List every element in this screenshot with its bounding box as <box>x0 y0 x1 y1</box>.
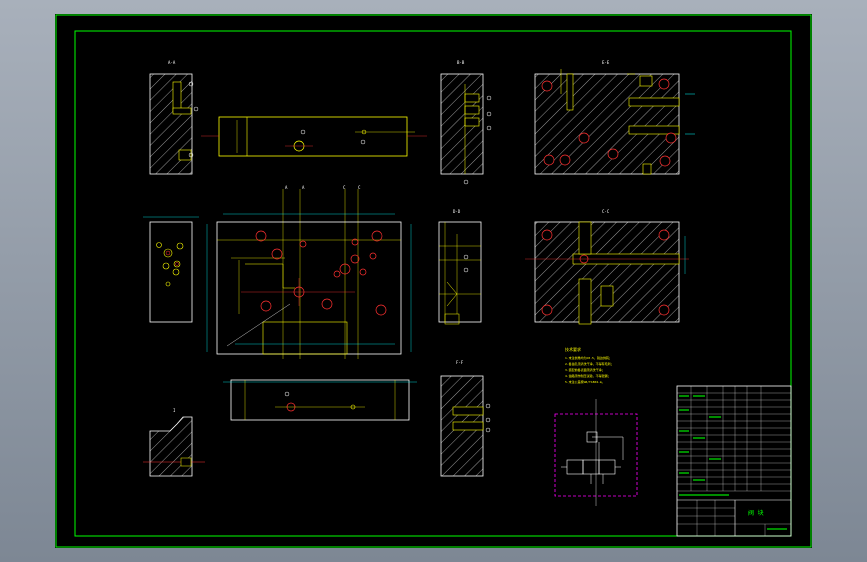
side-view <box>143 216 199 323</box>
outer-frame <box>55 14 812 548</box>
detail-i-view: I <box>143 408 205 477</box>
section-aa-view: A-A <box>149 60 199 175</box>
section-ff-view: F-F <box>440 360 491 477</box>
section-dd-label: D-D <box>453 209 461 214</box>
section-ee-label: E-E <box>602 60 610 65</box>
section-cc-view: C-C <box>525 209 689 325</box>
section-dd-view: D-D <box>438 209 482 325</box>
section-cc-label: C-C <box>602 209 610 214</box>
technical-notes: 技术要求 1.未注倒角均为C0.5，锐边倒钝； 2.各油孔须清洗干净，不得有毛刺… <box>565 346 614 384</box>
svg-text:C: C <box>343 185 346 190</box>
detail-i-label: I <box>173 408 176 413</box>
bottom-view <box>223 379 417 421</box>
notes-title: 技术要求 <box>565 346 581 352</box>
svg-text:C: C <box>358 185 361 190</box>
main-front-view: A A C C <box>206 185 412 359</box>
notes-line-3: 3.装配前各表面须清洗干净； <box>565 367 605 372</box>
section-ee-view: E-E <box>534 60 695 175</box>
notes-line-4: 4.油路须作耐压试验，不得泄漏； <box>565 373 611 378</box>
svg-text:A: A <box>302 185 305 190</box>
notes-line-5: 5.未注公差按GB/T1804-m。 <box>565 379 605 384</box>
notes-line-1: 1.未注倒角均为C0.5，锐边倒钝； <box>565 355 612 360</box>
section-bb-view: B-B <box>440 60 492 185</box>
section-bb-label: B-B <box>457 60 465 65</box>
hydraulic-schematic <box>554 399 638 506</box>
svg-text:A: A <box>285 185 288 190</box>
drawing-canvas[interactable]: A-A <box>55 14 812 548</box>
notes-line-2: 2.各油孔须清洗干净，不得有毛刺； <box>565 361 614 366</box>
inner-frame <box>74 30 792 537</box>
title-block: 阀 块 <box>676 385 792 537</box>
title-block-title: 阀 块 <box>748 509 764 517</box>
drawing-sheet: A-A <box>55 14 812 548</box>
top-view <box>201 116 427 157</box>
section-aa-label: A-A <box>168 60 176 65</box>
section-ff-label: F-F <box>456 360 464 365</box>
